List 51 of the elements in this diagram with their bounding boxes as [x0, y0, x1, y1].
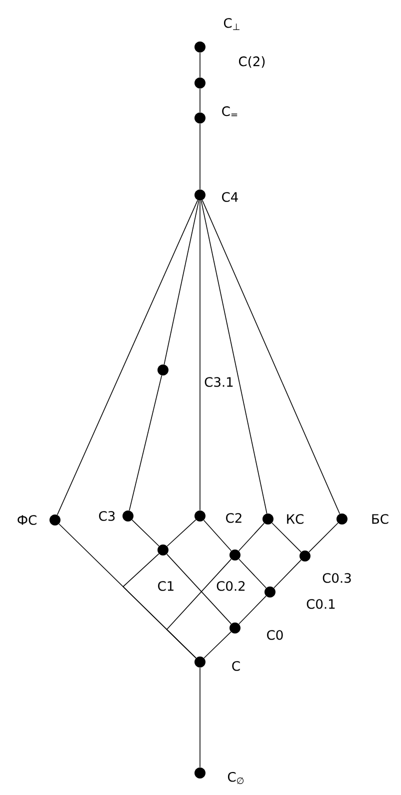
line: [166, 554, 232, 624]
lattice-point: [122, 510, 134, 522]
point-label: ФС: [18, 515, 36, 525]
line: [166, 519, 196, 547]
line: [200, 200, 268, 514]
line: [308, 522, 338, 552]
line: [132, 520, 160, 546]
line: [274, 560, 302, 588]
line: [204, 632, 232, 658]
line: [238, 596, 266, 624]
lattice-point: [194, 190, 206, 200]
point-label: С(2): [238, 56, 265, 68]
line: [272, 522, 302, 552]
lattice-point: [262, 514, 274, 524]
lattice-point: [158, 544, 168, 556]
point-label: С3: [99, 511, 115, 521]
lattice-point: [230, 550, 240, 560]
lattice-point: [230, 622, 240, 634]
point-label: С0.3: [322, 573, 351, 583]
point-label: С$_{∅}$: [228, 772, 244, 784]
point-label: С0.1: [306, 599, 335, 609]
lattice-point: [194, 767, 206, 778]
point-label: С4: [222, 192, 238, 202]
line: [238, 558, 266, 588]
line: [56, 200, 198, 516]
point-label: С1: [158, 581, 174, 591]
lattice-point: [194, 112, 206, 124]
lattice-point: [50, 514, 60, 526]
lattice-point: [194, 510, 206, 522]
point-label: С$_{=}$: [222, 106, 238, 116]
lattice-point: [194, 78, 206, 88]
lattice-point: [194, 42, 206, 52]
line: [238, 522, 265, 552]
line: [202, 200, 340, 514]
point-label: С3.1: [204, 377, 233, 387]
point-label: С2: [226, 513, 242, 523]
line: [128, 375, 162, 511]
line: [203, 520, 232, 552]
lattice-point: [336, 514, 348, 524]
point-label: БС: [372, 514, 388, 524]
lattice-point: [300, 550, 310, 562]
point-label: С$_{⊥}$: [224, 18, 240, 30]
line: [166, 558, 232, 658]
lattice-point: [194, 656, 206, 668]
point-label: КС: [287, 514, 304, 524]
lattice-point: [158, 364, 168, 376]
point-label: С0: [267, 630, 283, 640]
point-label: С: [232, 661, 240, 671]
line: [164, 200, 200, 365]
lattice-point: [264, 586, 276, 598]
point-label: С0.2: [216, 581, 245, 591]
